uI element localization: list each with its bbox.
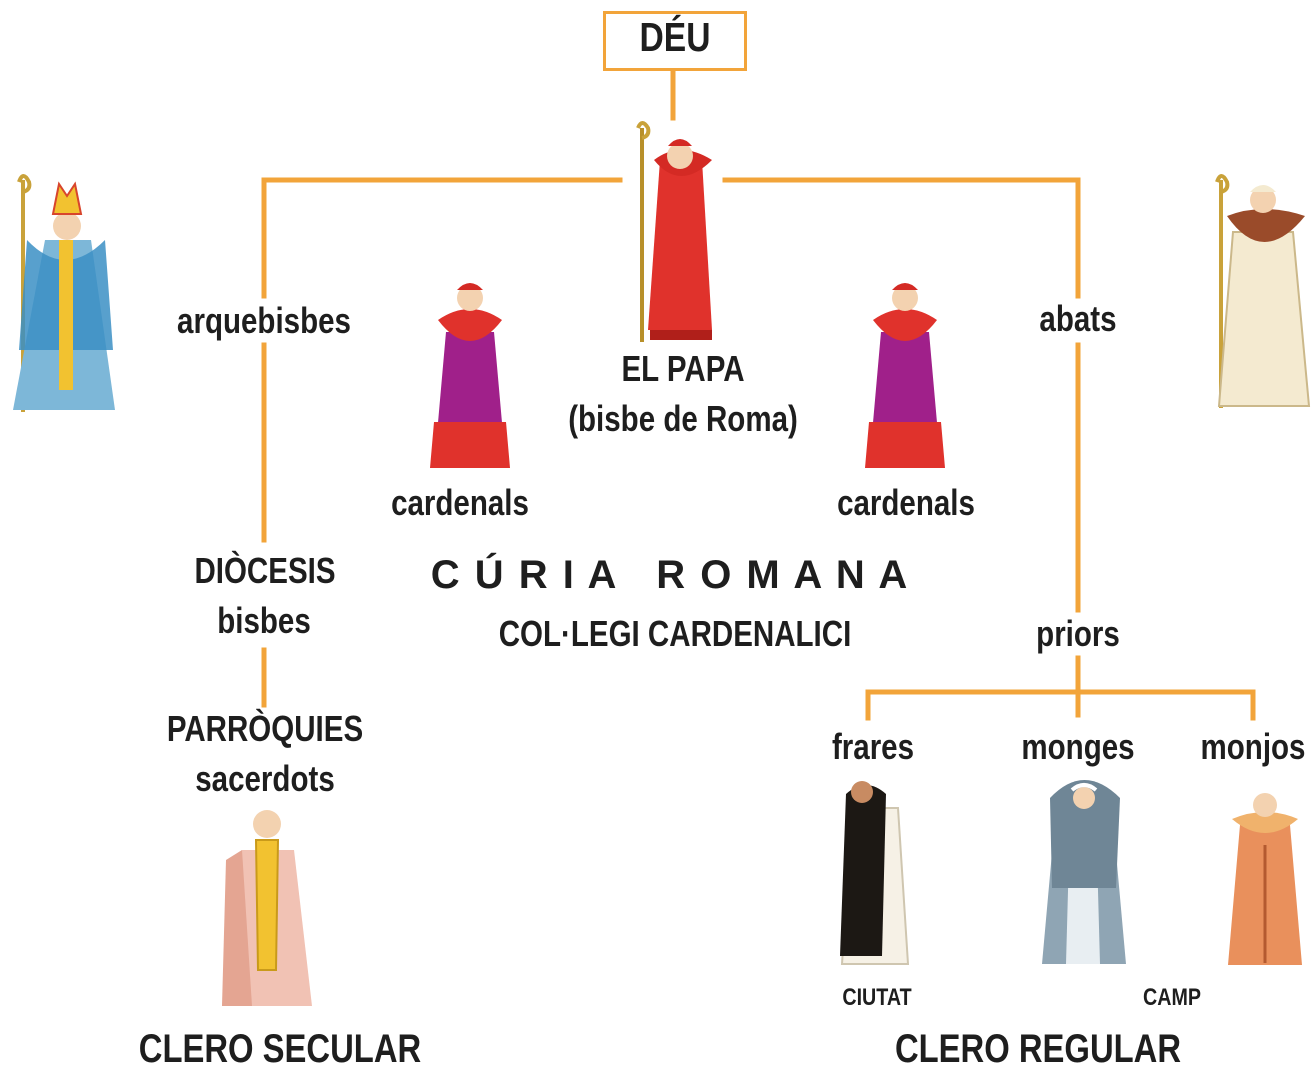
cardinals-right-label: cardenals — [837, 482, 975, 523]
cardinal-figure — [865, 283, 945, 468]
college-label: COL·LEGI CARDENALICI — [498, 613, 852, 654]
diocese-label: DIÒCESIS — [194, 550, 336, 591]
parishes-label: PARRÒQUIES — [166, 708, 364, 749]
archbishop-figure — [13, 174, 115, 412]
pope-figure — [636, 121, 712, 342]
nuns-label: monges — [1021, 726, 1135, 767]
pope-subtitle: (bisbe de Roma) — [568, 398, 798, 439]
abbot-figure — [1215, 174, 1311, 408]
secular-clergy-label: CLERO SECULAR — [138, 1027, 422, 1071]
nun-figure — [1042, 780, 1126, 964]
abbots-label: abats — [1039, 298, 1117, 339]
friars-label: frares — [831, 726, 915, 767]
bishops-label: bisbes — [217, 600, 311, 641]
pope-label: EL PAPA — [621, 348, 745, 389]
priests-label: sacerdots — [195, 758, 335, 799]
curia-title: C Ú R I A R O M A N A — [430, 553, 910, 597]
priors-label: priors — [1036, 613, 1120, 654]
cardinals-left-label: cardenals — [391, 482, 529, 523]
monk-figure — [1228, 793, 1302, 965]
priest-figure — [222, 810, 312, 1006]
archbishops-label: arquebisbes — [177, 300, 351, 341]
friar-figure — [840, 781, 910, 965]
monks-label: monjos — [1200, 726, 1306, 767]
city-label: CIUTAT — [842, 984, 912, 1011]
regular-clergy-label: CLERO REGULAR — [894, 1027, 1182, 1071]
country-label: CAMP — [1143, 984, 1201, 1011]
god-box — [603, 11, 747, 71]
cardinal-figure — [430, 283, 510, 468]
god-label: DÉU — [639, 14, 711, 60]
